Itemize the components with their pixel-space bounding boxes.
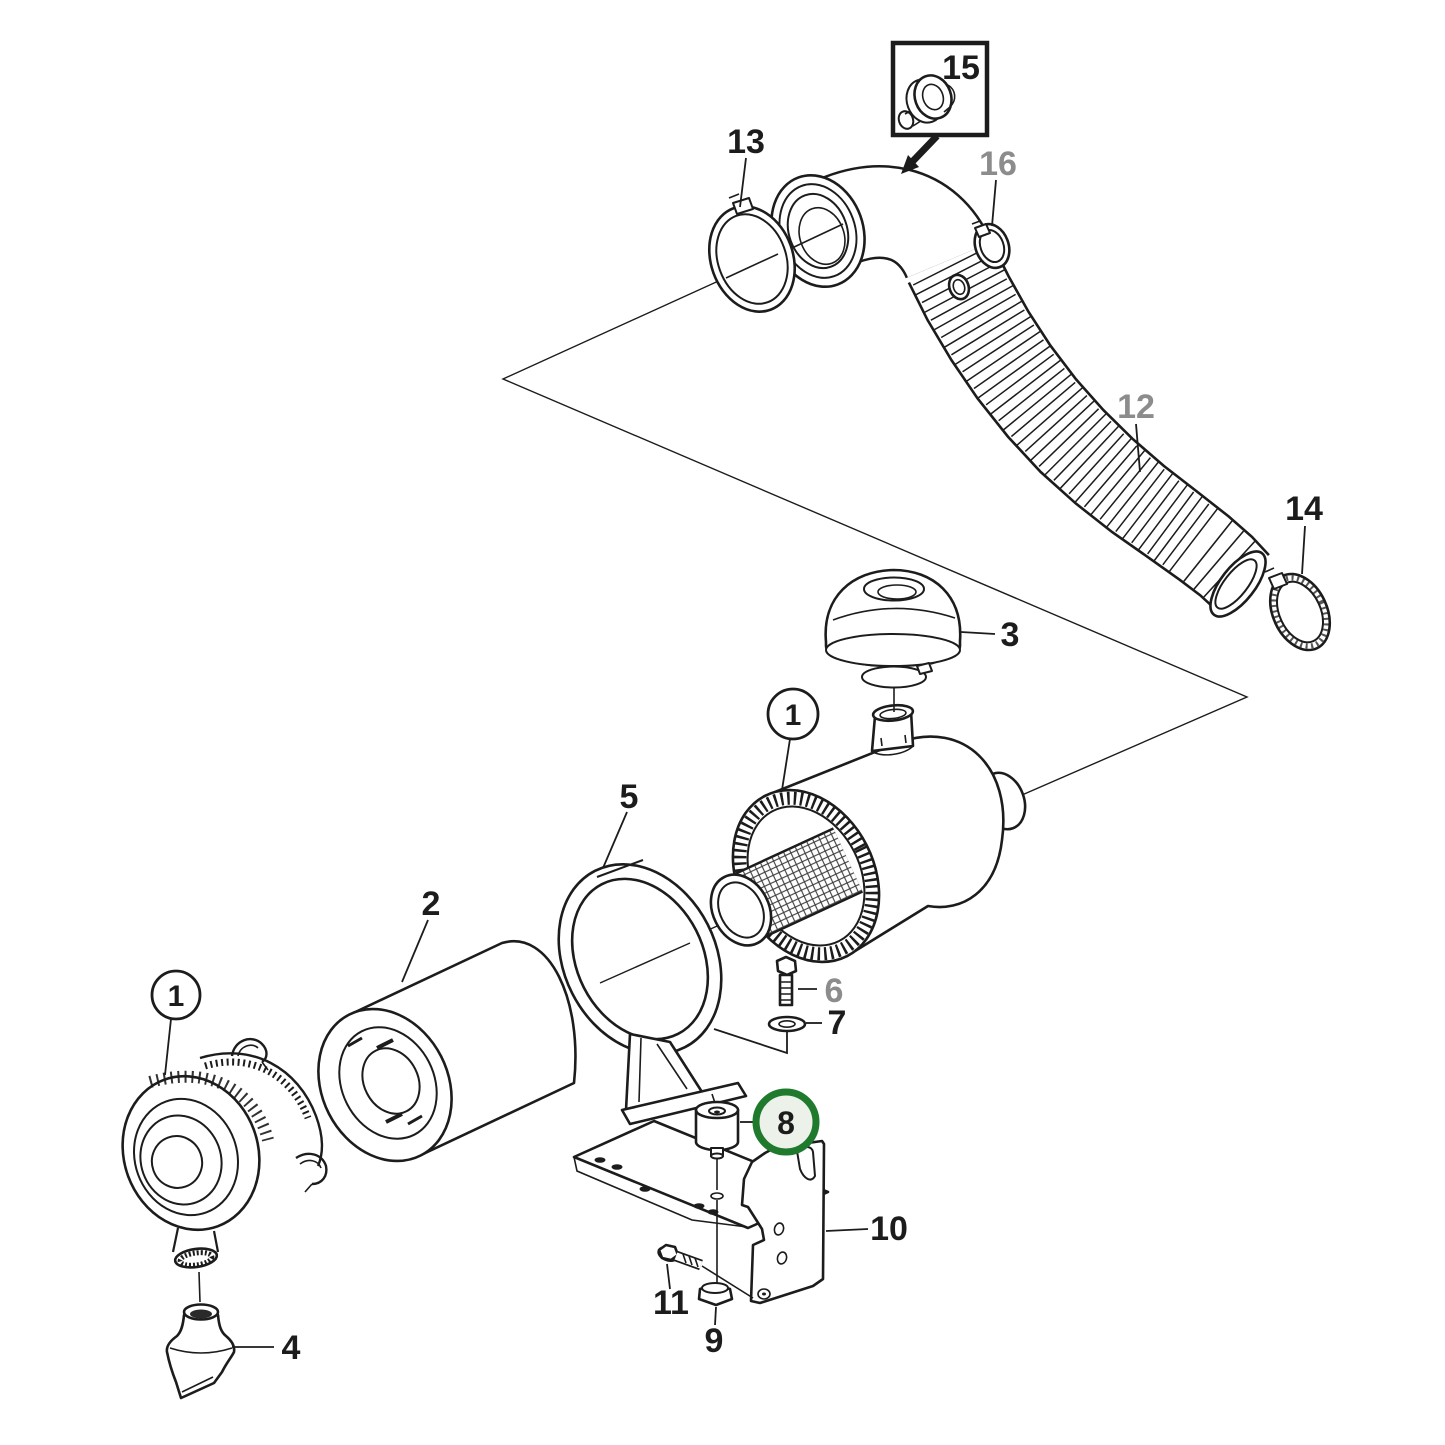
filter-cartridge-left xyxy=(121,1037,328,1269)
callout-label[interactable]: 6 xyxy=(825,972,844,1010)
intake-elbow xyxy=(770,165,993,289)
callout-2[interactable]: 2 xyxy=(422,885,441,923)
air-filter-housing xyxy=(709,703,1027,964)
leader-lines xyxy=(164,157,1306,1348)
callout-label[interactable]: 8 xyxy=(777,1105,795,1141)
callout-3[interactable]: 3 xyxy=(1001,616,1020,654)
callout-label[interactable]: 2 xyxy=(422,885,441,923)
nut-9 xyxy=(697,1282,734,1307)
callouts: 15 13 16 12 14 3 1 5 2 6 7 xyxy=(150,49,1323,1367)
rubber-mount-highlighted-part xyxy=(694,1100,740,1160)
callout-5[interactable]: 5 xyxy=(620,778,639,816)
callout-9[interactable]: 9 xyxy=(705,1322,724,1360)
callout-13[interactable]: 13 xyxy=(727,123,765,161)
assembly-line xyxy=(701,1265,754,1299)
dust-outlet-stub xyxy=(171,1227,220,1269)
cover-clip xyxy=(230,1037,269,1071)
callout-11[interactable]: 11 xyxy=(653,1284,689,1322)
cap-clamp-band xyxy=(861,661,938,689)
housing-inlet-stub xyxy=(870,703,915,756)
callout-label[interactable]: 5 xyxy=(620,778,639,816)
callout-label[interactable]: 1 xyxy=(168,980,185,1013)
callout-label[interactable]: 13 xyxy=(727,123,765,161)
bolt-11 xyxy=(657,1243,703,1271)
detail-arrow xyxy=(901,133,940,174)
callout-circle[interactable] xyxy=(766,687,820,741)
mounting-strap xyxy=(557,859,748,1126)
callout-15[interactable]: 15 xyxy=(942,49,980,87)
callout-label[interactable]: 16 xyxy=(979,145,1017,183)
callout-7[interactable]: 7 xyxy=(828,1004,847,1042)
callout-label[interactable]: 15 xyxy=(942,49,980,87)
callout-circle[interactable] xyxy=(150,969,202,1021)
callout-label[interactable]: 1 xyxy=(785,699,802,732)
callout-4[interactable]: 4 xyxy=(282,1329,301,1367)
callout-label[interactable]: 12 xyxy=(1117,388,1155,426)
filter-element xyxy=(317,940,577,1163)
callout-label[interactable]: 7 xyxy=(828,1004,847,1042)
strap-foot xyxy=(620,1081,748,1126)
grommet-part xyxy=(897,74,956,130)
hose-clamp-13 xyxy=(707,193,797,313)
callout-label[interactable]: 14 xyxy=(1285,490,1323,528)
callout-label[interactable]: 9 xyxy=(705,1322,724,1360)
washer-7 xyxy=(767,1015,807,1033)
highlight-circle[interactable] xyxy=(752,1088,820,1156)
callout-10[interactable]: 10 xyxy=(870,1210,908,1248)
pre-cleaner-cap xyxy=(824,568,962,712)
flexible-intake-hose xyxy=(907,240,1270,618)
callout-label[interactable]: 3 xyxy=(1001,616,1020,654)
callout-14[interactable]: 14 xyxy=(1285,490,1323,528)
callout-1-right[interactable]: 1 xyxy=(766,687,820,741)
inner-filter-mesh-tube xyxy=(709,827,864,947)
callout-1-left[interactable]: 1 xyxy=(150,969,202,1021)
breather-port xyxy=(947,273,971,301)
hose-clamp-14 xyxy=(1264,567,1332,652)
support-bracket xyxy=(740,1139,826,1305)
axis-line-segment xyxy=(599,942,691,984)
cover-clip xyxy=(295,1152,328,1193)
dust-evacuation-valve xyxy=(165,1271,236,1400)
callout-16[interactable]: 16 xyxy=(979,145,1017,183)
callout-8-highlighted[interactable]: 8 xyxy=(752,1088,820,1156)
callout-label[interactable]: 4 xyxy=(282,1329,301,1367)
hose-clamp-16 xyxy=(971,220,1011,270)
grommet-detail-box xyxy=(890,40,990,174)
callout-12[interactable]: 12 xyxy=(1117,388,1155,426)
callout-6[interactable]: 6 xyxy=(825,972,844,1010)
callout-label[interactable]: 11 xyxy=(653,1284,689,1322)
flange-bolt-6 xyxy=(775,955,798,1007)
callout-label[interactable]: 10 xyxy=(870,1210,908,1248)
